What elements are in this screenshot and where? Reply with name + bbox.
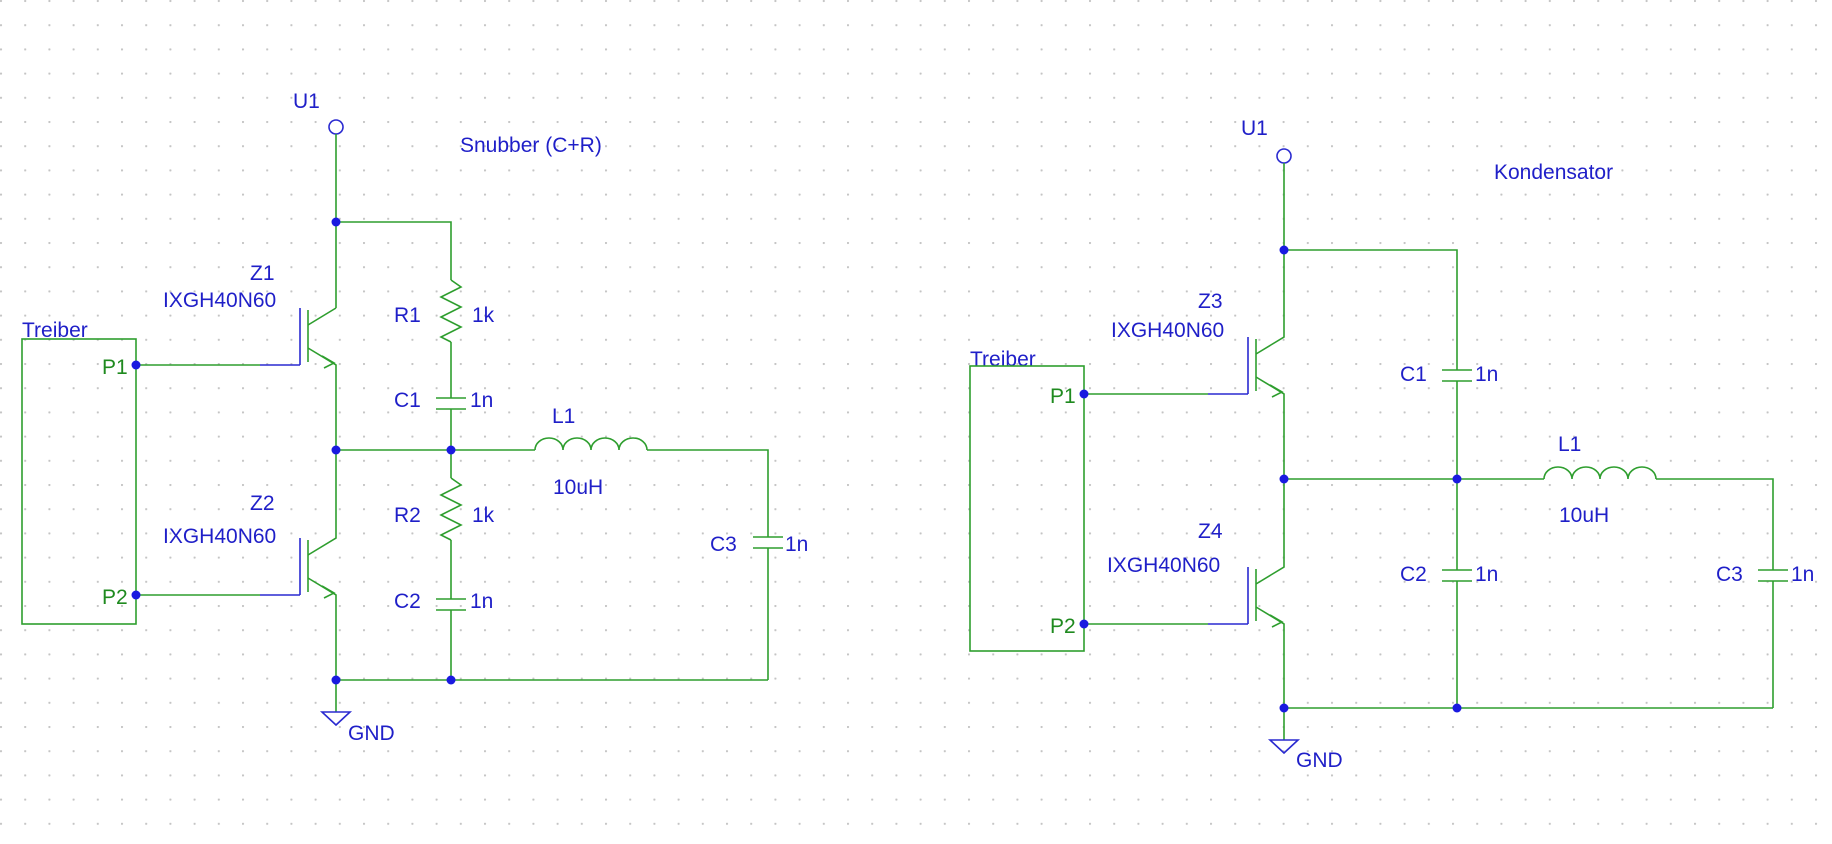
ground-icon [319,711,353,727]
driver-label: Treiber [970,348,1036,371]
driver-box[interactable] [21,338,137,625]
supply-terminal[interactable] [328,119,344,135]
circuit-title: Snubber (C+R) [460,134,602,157]
capacitor-c2-icon[interactable] [1442,479,1472,708]
igbt-z3-icon[interactable] [1247,250,1285,479]
wire-ground-rail [1283,707,1773,740]
resistor-r2-icon[interactable] [439,450,463,599]
wire-ground-rail [335,679,768,712]
z2-ref: Z2 [250,492,275,515]
c1-ref: C1 [394,389,421,412]
ground-icon [1267,739,1301,755]
c3-ref: C3 [710,533,737,556]
capacitor-c2-icon[interactable] [436,598,466,680]
c1-value: 1n [470,389,493,412]
c3-value: 1n [1791,563,1814,586]
inductor-l1-icon[interactable] [534,437,769,537]
c2-value: 1n [1475,563,1498,586]
supply-label: U1 [1241,117,1268,140]
junction-dots [131,217,456,685]
ground-label: GND [1296,749,1343,772]
c2-ref: C2 [394,590,421,613]
r2-ref: R2 [394,504,421,527]
c3-value: 1n [785,533,808,556]
z4-ref: Z4 [1198,520,1223,543]
inductor-l1-icon[interactable] [1543,466,1774,570]
driver-pin-p1: P1 [102,356,128,379]
c1-value: 1n [1475,363,1498,386]
wire-supply [335,134,452,280]
driver-label: Treiber [22,319,88,342]
circuit-snubber: Snubber (C+R) U1 Treiber P1 P2 Z1 IXGH40… [21,90,808,745]
ground-label: GND [348,722,395,745]
driver-pin-p2: P2 [1050,615,1076,638]
driver-pin-p2: P2 [102,586,128,609]
l1-value: 10uH [1559,504,1609,527]
driver-pin-p1: P1 [1050,385,1076,408]
resistor-r1-icon[interactable] [439,279,463,398]
r1-ref: R1 [394,304,421,327]
c2-value: 1n [470,590,493,613]
r1-value: 1k [472,304,495,327]
capacitor-c1-icon[interactable] [436,397,466,450]
junction-dots [1079,245,1462,713]
igbt-z1-icon[interactable] [299,222,337,450]
l1-value: 10uH [553,476,603,499]
r2-value: 1k [472,504,495,527]
igbt-z4-icon[interactable] [1247,479,1285,708]
circuit-kondensator: Kondensator U1 Treiber P1 P2 Z3 IXGH40N6… [969,117,1814,772]
c2-ref: C2 [1400,563,1427,586]
z1-part: IXGH40N60 [163,289,276,312]
c3-ref: C3 [1716,563,1743,586]
z2-part: IXGH40N60 [163,525,276,548]
capacitor-c1-icon[interactable] [1442,369,1472,479]
driver-box[interactable] [969,365,1085,652]
capacitor-c3-icon[interactable] [753,536,783,680]
c1-ref: C1 [1400,363,1427,386]
z3-ref: Z3 [1198,290,1223,313]
supply-terminal[interactable] [1276,148,1292,164]
wire-supply [1283,163,1458,370]
supply-label: U1 [293,90,320,113]
capacitor-c3-icon[interactable] [1758,569,1788,708]
z4-part: IXGH40N60 [1107,554,1220,577]
igbt-z2-icon[interactable] [299,450,337,680]
z3-part: IXGH40N60 [1111,319,1224,342]
l1-ref: L1 [1558,433,1581,456]
l1-ref: L1 [552,405,575,428]
circuit-title: Kondensator [1494,161,1613,184]
z1-ref: Z1 [250,262,275,285]
